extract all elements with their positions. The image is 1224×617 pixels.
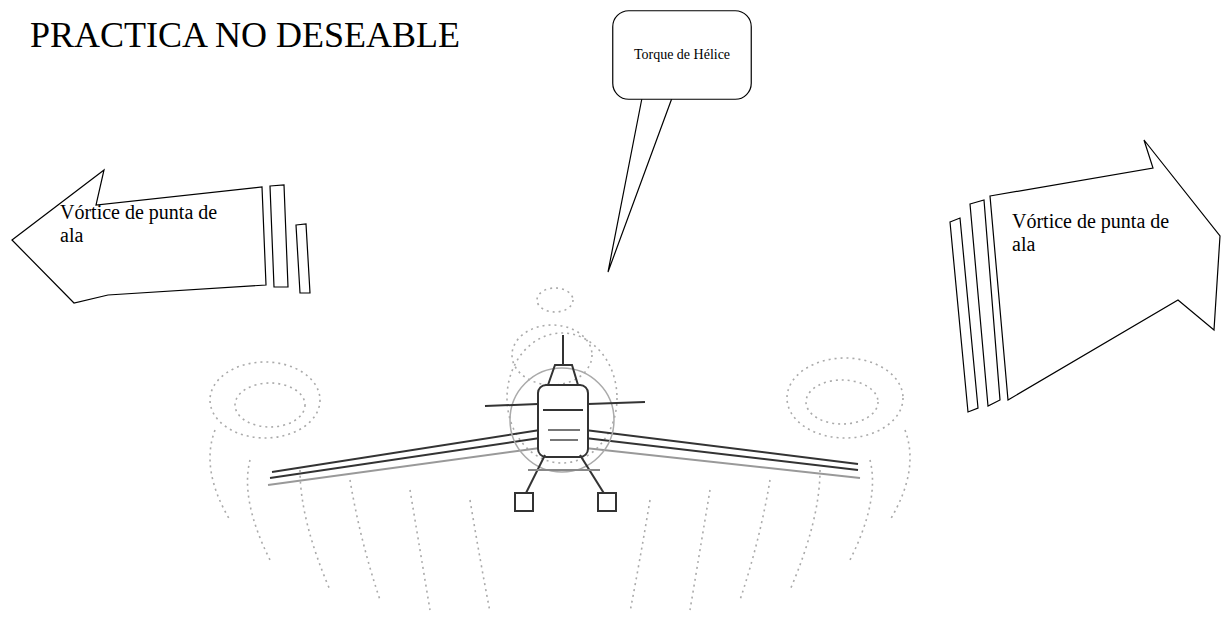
node-text: Vórtice de punta de ala	[1012, 210, 1172, 256]
callout-tail	[608, 98, 672, 272]
node-text: Vórtice de punta de ala	[60, 201, 220, 247]
aircraft	[268, 335, 860, 511]
vortex-arrow-outline	[4, 165, 324, 335]
vortex-arrow: Vórtice de punta de ala	[4, 165, 324, 335]
vortex-arrow-outline	[938, 138, 1222, 413]
vortex-arrow: Vórtice de punta de ala	[938, 138, 1222, 413]
callout-bubble: Torque de Hélice	[612, 10, 752, 100]
vortex-swirls	[210, 288, 910, 612]
page-title: PRACTICA NO DESEABLE	[30, 14, 460, 56]
node-text: Torque de Hélice	[620, 47, 744, 63]
